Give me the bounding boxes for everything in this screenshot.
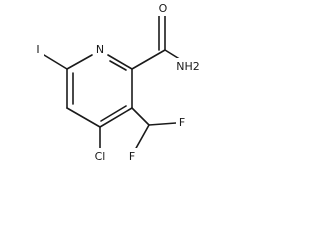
bond-chf2-f2 [134, 124, 150, 151]
atom-cl: Cl [90, 148, 110, 164]
bond-n1-c2-inner [109, 60, 127, 71]
bond-c6-i [43, 54, 68, 70]
bond-c3-c4-inner [100, 105, 127, 122]
bond-c6-n1 [66, 54, 93, 70]
atom-o: O [156, 0, 170, 16]
molecule-structure: N I O NH2 Cl F F [34, 0, 202, 164]
atom-f2: F [126, 148, 138, 164]
bond-c3-chf2 [131, 107, 150, 126]
atom-o-label: O [159, 2, 168, 15]
atom-i-label: I [36, 43, 39, 56]
bond-n1-c2 [107, 54, 133, 70]
atom-nh2: NH2 [174, 58, 202, 74]
atom-f2-label: F [129, 150, 135, 163]
bond-c4-c5 [66, 107, 101, 128]
atom-i: I [34, 41, 44, 57]
bond-c3-c4 [99, 107, 133, 128]
atom-n1: N [93, 41, 107, 57]
bond-c2-carbonyl [131, 49, 166, 70]
atom-cl-label: Cl [95, 150, 106, 163]
atom-f1-label: F [179, 116, 185, 129]
atom-n1-label: N [96, 43, 104, 56]
atom-f1: F [176, 114, 188, 130]
atom-nh2-label: NH2 [176, 60, 200, 73]
bond-chf2-f1 [148, 122, 177, 126]
